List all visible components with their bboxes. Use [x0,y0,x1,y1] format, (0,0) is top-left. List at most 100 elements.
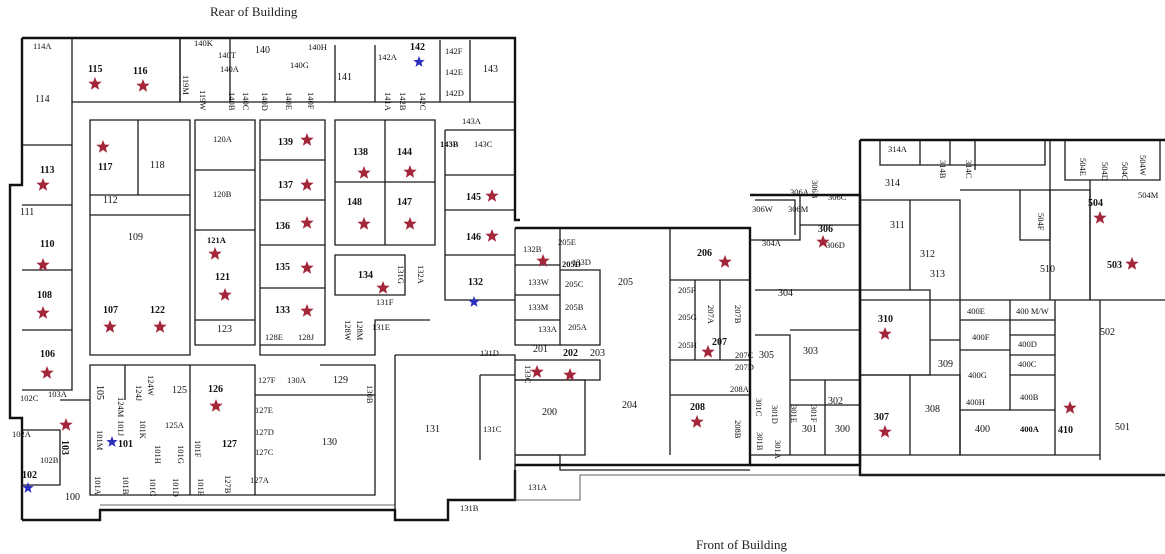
room-label-101g: 101G [176,445,186,464]
room-label-143b: 143B [440,139,459,149]
room-label-309: 309 [938,359,953,370]
room-label-126: 126 [208,384,223,395]
room-label-205d: 205D [562,259,581,269]
blue-star-icon-132 [468,296,480,307]
room-label-140: 140 [255,45,270,56]
star-icon-121 [218,288,232,301]
room-label-101c: 101C [148,478,158,497]
room-label-140k: 140K [194,38,214,48]
room-label-502: 502 [1100,327,1115,338]
room-label-306a: 306A [790,187,810,197]
room-label-201: 201 [533,344,548,355]
room-label-101m: 101M [95,430,105,451]
room-label-143: 143 [483,64,498,75]
room-label-303: 303 [803,346,818,357]
room-label-202: 202 [563,348,578,359]
star-icon-136 [300,216,314,229]
room-label-400a: 400A [1020,424,1040,434]
room-label-138: 138 [353,147,368,158]
star-icon-202 [563,368,577,381]
room-label-127d: 127D [255,427,274,437]
room-label-207b: 207B [733,305,743,324]
room-label-143a: 143A [462,116,482,126]
star-icon-504 [1093,211,1107,224]
room-label-134: 134 [358,270,373,281]
room-label-314: 314 [885,178,900,189]
room-label-140f: 140F [306,92,316,110]
star-icon-126 [209,399,223,412]
room-label-117: 117 [98,162,112,173]
room-label-131e: 131E [372,322,390,332]
room-label-100: 100 [65,492,80,503]
room-label-120b: 120B [213,189,232,199]
room-label-128w: 128W [343,320,353,341]
room-label-314c: 314C [964,160,974,179]
room-label-130a: 130A [287,375,307,385]
star-icon-117 [96,140,110,153]
star-icon-110 [36,258,50,271]
room-label-140c: 140C [241,92,251,111]
room-label-125a: 125A [165,420,185,430]
star-icon-133 [300,304,314,317]
room-label-101j: 101J [116,420,126,437]
room-label-127b: 127B [223,475,233,494]
star-icon-137 [300,178,314,191]
room-label-301b: 301B [755,432,765,451]
room-label-115: 115 [88,64,102,75]
room-label-133w: 133W [528,277,549,287]
room-label-301d: 301D [770,405,780,424]
room-label-300: 300 [835,424,850,435]
star-icon-306 [816,235,830,248]
room-label-400d: 400D [1018,339,1037,349]
blue-star-icon-101 [106,436,118,447]
room-label-205e: 205E [558,237,576,247]
room-label-125: 125 [172,385,187,396]
room-label-119w: 119W [198,90,208,110]
room-label-107: 107 [103,305,118,316]
star-icon-208 [690,415,704,428]
room-label-129: 129 [333,375,348,386]
star-icon-207 [701,345,715,358]
room-label-132b: 132B [523,244,542,254]
room-label-131f: 131F [376,297,394,307]
room-label-127e: 127E [255,405,273,415]
room-label-205c: 205C [565,279,584,289]
room-label-101: 101 [118,439,133,450]
room-label-503: 503 [1107,260,1122,271]
room-label-400mw: 400 M/W [1016,306,1049,316]
room-label-308: 308 [925,404,940,415]
room-label-101b: 101B [121,476,131,495]
room-label-127a: 127A [250,475,270,485]
room-label-123: 123 [217,324,232,335]
room-label-400b: 400B [1020,392,1039,402]
room-label-306d: 306D [826,240,845,250]
room-label-504e: 504E [1078,158,1088,176]
room-label-133: 133 [275,305,290,316]
room-label-314b: 314B [938,160,948,179]
room-label-301a: 301A [773,440,783,460]
room-label-130b: 130B [365,385,375,404]
room-label-127c: 127C [255,447,274,457]
star-icon-113 [36,178,50,191]
room-label-119m: 119M [181,75,191,95]
room-label-207d: 207D [735,362,754,372]
room-label-101a: 101A [93,476,103,496]
room-label-144: 144 [397,147,412,158]
room-label-311: 311 [890,220,905,231]
room-label-140e: 140E [284,92,294,110]
room-label-504d: 504D [1100,162,1110,181]
star-icon-148 [357,217,371,230]
room-label-504f: 504F [1036,213,1046,231]
star-icon-134 [376,281,390,294]
room-label-103: 103 [59,440,70,455]
room-label-310: 310 [878,314,893,325]
room-label-131a: 131A [528,482,548,492]
room-label-102c: 102C [20,393,39,403]
room-label-140a: 140A [220,64,240,74]
room-label-510: 510 [1040,264,1055,275]
room-label-121a: 121A [207,235,227,245]
star-icon-121a [208,247,222,260]
room-label-204: 204 [622,400,637,411]
room-label-127: 127 [222,439,237,450]
room-label-131b: 131B [460,503,479,513]
